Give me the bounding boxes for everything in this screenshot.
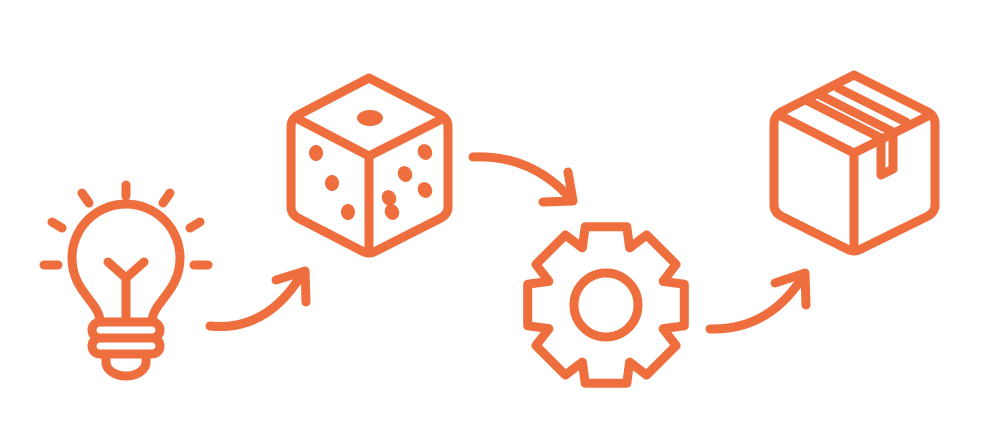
arrow-shaft xyxy=(205,269,307,331)
bulb-ray xyxy=(158,188,175,208)
dice-pip xyxy=(325,175,339,191)
box-icon xyxy=(769,70,940,256)
arrow-shaft xyxy=(705,273,807,334)
dice-pip xyxy=(309,145,323,161)
arrow-head xyxy=(770,268,811,310)
gear-outline xyxy=(523,222,689,388)
arrow-shaft xyxy=(468,152,575,203)
bulb-cap xyxy=(101,349,151,381)
arrow-head xyxy=(538,167,578,207)
bulb-ray xyxy=(77,188,94,208)
gear-icon xyxy=(523,222,689,388)
dice-edges xyxy=(291,113,449,255)
dice-pip xyxy=(417,144,433,160)
dice-icon xyxy=(286,73,453,258)
bulb-glass xyxy=(67,199,185,327)
arrow-head xyxy=(271,266,311,307)
arrow-icon xyxy=(705,268,811,334)
arrow-icon xyxy=(468,152,578,207)
dice-pip xyxy=(397,166,413,182)
lightbulb-icon xyxy=(39,180,213,381)
dice-pip xyxy=(417,182,433,198)
arrow-icon xyxy=(205,266,311,331)
dice-pip xyxy=(384,204,400,220)
box-tape xyxy=(801,89,898,180)
dice-pip xyxy=(357,110,383,126)
bulb-ray xyxy=(185,217,205,233)
dice-pip xyxy=(381,190,397,206)
bulb-ray xyxy=(47,217,67,233)
box-edges xyxy=(774,110,935,256)
gear-hub xyxy=(569,268,643,342)
bulb-base-ring xyxy=(87,333,165,359)
box-flap xyxy=(833,83,911,127)
dice-pip xyxy=(341,204,355,220)
bulb-filament xyxy=(103,257,149,325)
